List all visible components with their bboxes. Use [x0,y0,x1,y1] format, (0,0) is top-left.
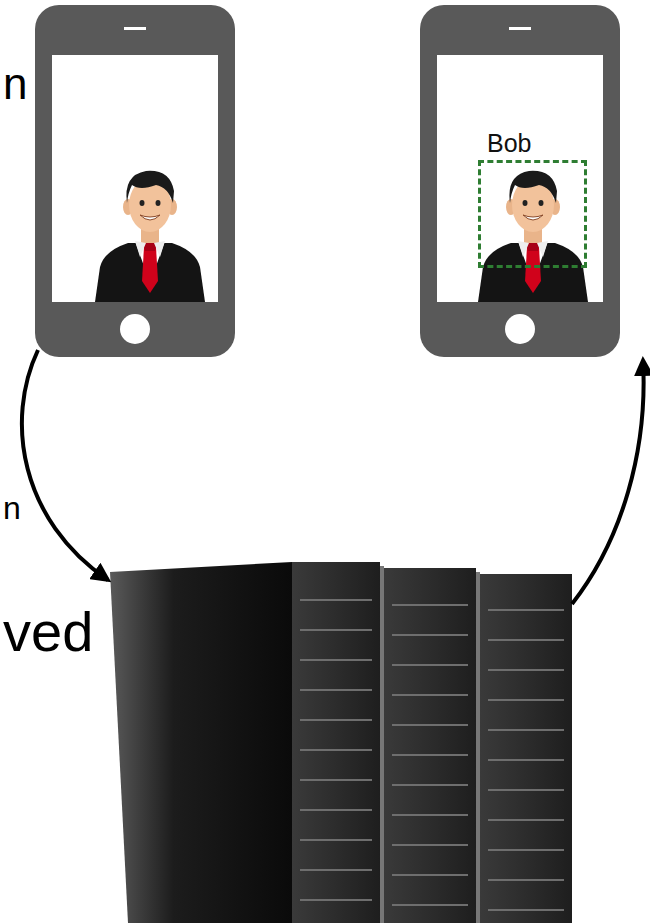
phone-right [420,5,620,357]
phone-screen [437,55,603,302]
text-fragment: n [3,62,27,106]
text-fragment: ved [3,604,93,660]
server-front [384,568,476,923]
phone-button [505,314,535,344]
server-front [292,562,380,923]
server-slots [300,600,564,910]
phone-left [35,5,235,357]
server-rack [110,562,572,923]
phone-button [120,314,150,344]
flow-arrow [572,360,644,604]
server-gap [476,572,480,923]
phone-body [420,5,620,357]
portrait [95,171,205,302]
phone-speaker [124,27,146,30]
text-fragment: n [3,492,21,524]
server-front [480,574,572,923]
portrait [478,171,588,302]
server-gap [380,566,384,923]
phone-speaker [509,27,531,30]
phone-body [35,5,235,357]
phone-screen [52,55,218,302]
flow-arrow [22,350,108,580]
face-box: Bob [478,160,587,268]
server-side [110,562,292,923]
name-label: Bob [487,130,531,158]
